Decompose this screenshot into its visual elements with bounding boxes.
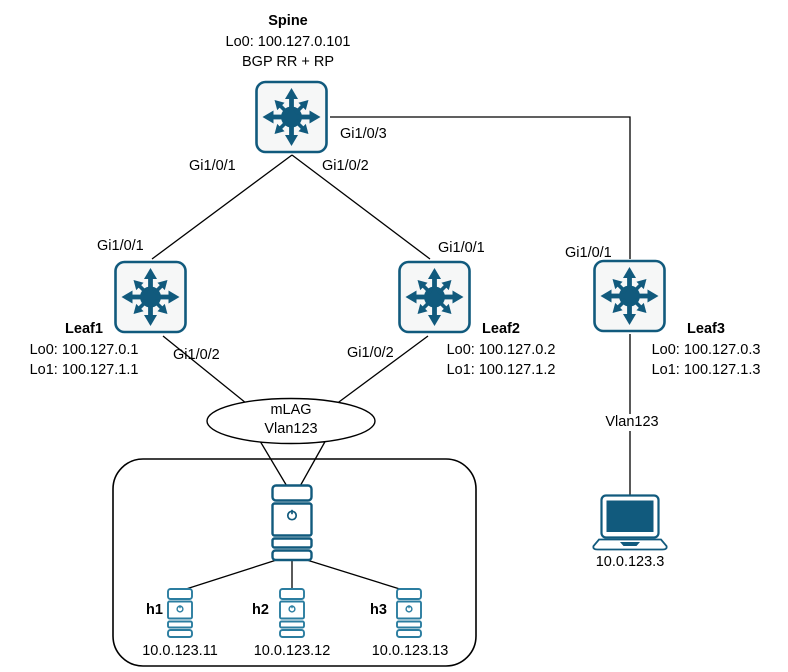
- link-server-h3: [293, 555, 404, 591]
- host-h2-ip: 10.0.123.12: [253, 643, 331, 659]
- host-h1-icon: [167, 588, 193, 638]
- host-h1-name: h1: [146, 602, 163, 618]
- spine-role: BGP RR + RP: [241, 54, 334, 70]
- leaf1-port-gi102-label: Gi1/0/2: [173, 347, 220, 363]
- laptop-icon: [592, 494, 668, 551]
- leaf2-port-gi101-label: Gi1/0/1: [438, 240, 485, 256]
- host-group-box: [112, 458, 477, 667]
- laptop-ip: 10.0.123.3: [595, 554, 665, 570]
- spine-switch-icon: [254, 80, 329, 154]
- host-h3-icon: [396, 588, 422, 638]
- leaf3-label-block: Leaf3 Lo0: 100.127.0.3 Lo1: 100.127.1.3: [652, 319, 761, 381]
- leaf2-port-gi102-label: Gi1/0/2: [347, 345, 394, 361]
- leaf1-port-gi101-label: Gi1/0/1: [97, 238, 144, 254]
- leaf2-lo0: Lo0: 100.127.0.2: [446, 341, 556, 358]
- host-h3-ip: 10.0.123.13: [371, 643, 449, 659]
- link-spine-leaf3: [330, 116, 631, 259]
- leaf3-lo0: Lo0: 100.127.0.3: [651, 341, 761, 358]
- link-spine-leaf1: [151, 154, 293, 260]
- spine-label-block: Spine Lo0: 100.127.0.101 BGP RR + RP: [226, 11, 351, 73]
- host-h1-ip: 10.0.123.11: [142, 643, 218, 659]
- mlag-ellipse: [206, 397, 376, 445]
- leaf3-name: Leaf3: [687, 321, 725, 337]
- server-icon: [271, 484, 313, 562]
- spine-loopback: Lo0: 100.127.0.101: [225, 33, 351, 50]
- mlag-line1: mLAG: [270, 402, 312, 418]
- host-h3-name: h3: [370, 602, 387, 618]
- host-h2-name: h2: [252, 602, 269, 618]
- leaf1-lo0: Lo0: 100.127.0.1: [29, 341, 139, 358]
- leaf3-lo1: Lo1: 100.127.1.3: [651, 362, 761, 378]
- mlag-label: mLAG Vlan123: [264, 401, 317, 439]
- link-spine-leaf2: [291, 154, 431, 260]
- leaf2-label-block: Leaf2 Lo0: 100.127.0.2 Lo1: 100.127.1.2: [447, 319, 556, 381]
- spine-port-gi101-label: Gi1/0/1: [189, 158, 236, 174]
- host-h2-icon: [279, 588, 305, 638]
- leaf3-access-vlan-label: Vlan123: [602, 414, 662, 431]
- link-server-h1: [182, 555, 290, 591]
- spine-name: Spine: [268, 13, 308, 29]
- mlag-line2: Vlan123: [264, 421, 318, 437]
- leaf1-lo1: Lo1: 100.127.1.1: [29, 362, 139, 378]
- spine-port-gi102-label: Gi1/0/2: [322, 158, 369, 174]
- leaf3-port-gi101-label: Gi1/0/1: [565, 245, 612, 261]
- leaf1-name: Leaf1: [65, 321, 103, 337]
- spine-port-gi103-label: Gi1/0/3: [340, 126, 387, 142]
- leaf1-label-block: Leaf1 Lo0: 100.127.0.1 Lo1: 100.127.1.1: [30, 319, 139, 381]
- leaf2-name: Leaf2: [482, 321, 520, 337]
- leaf2-lo1: Lo1: 100.127.1.2: [446, 362, 556, 378]
